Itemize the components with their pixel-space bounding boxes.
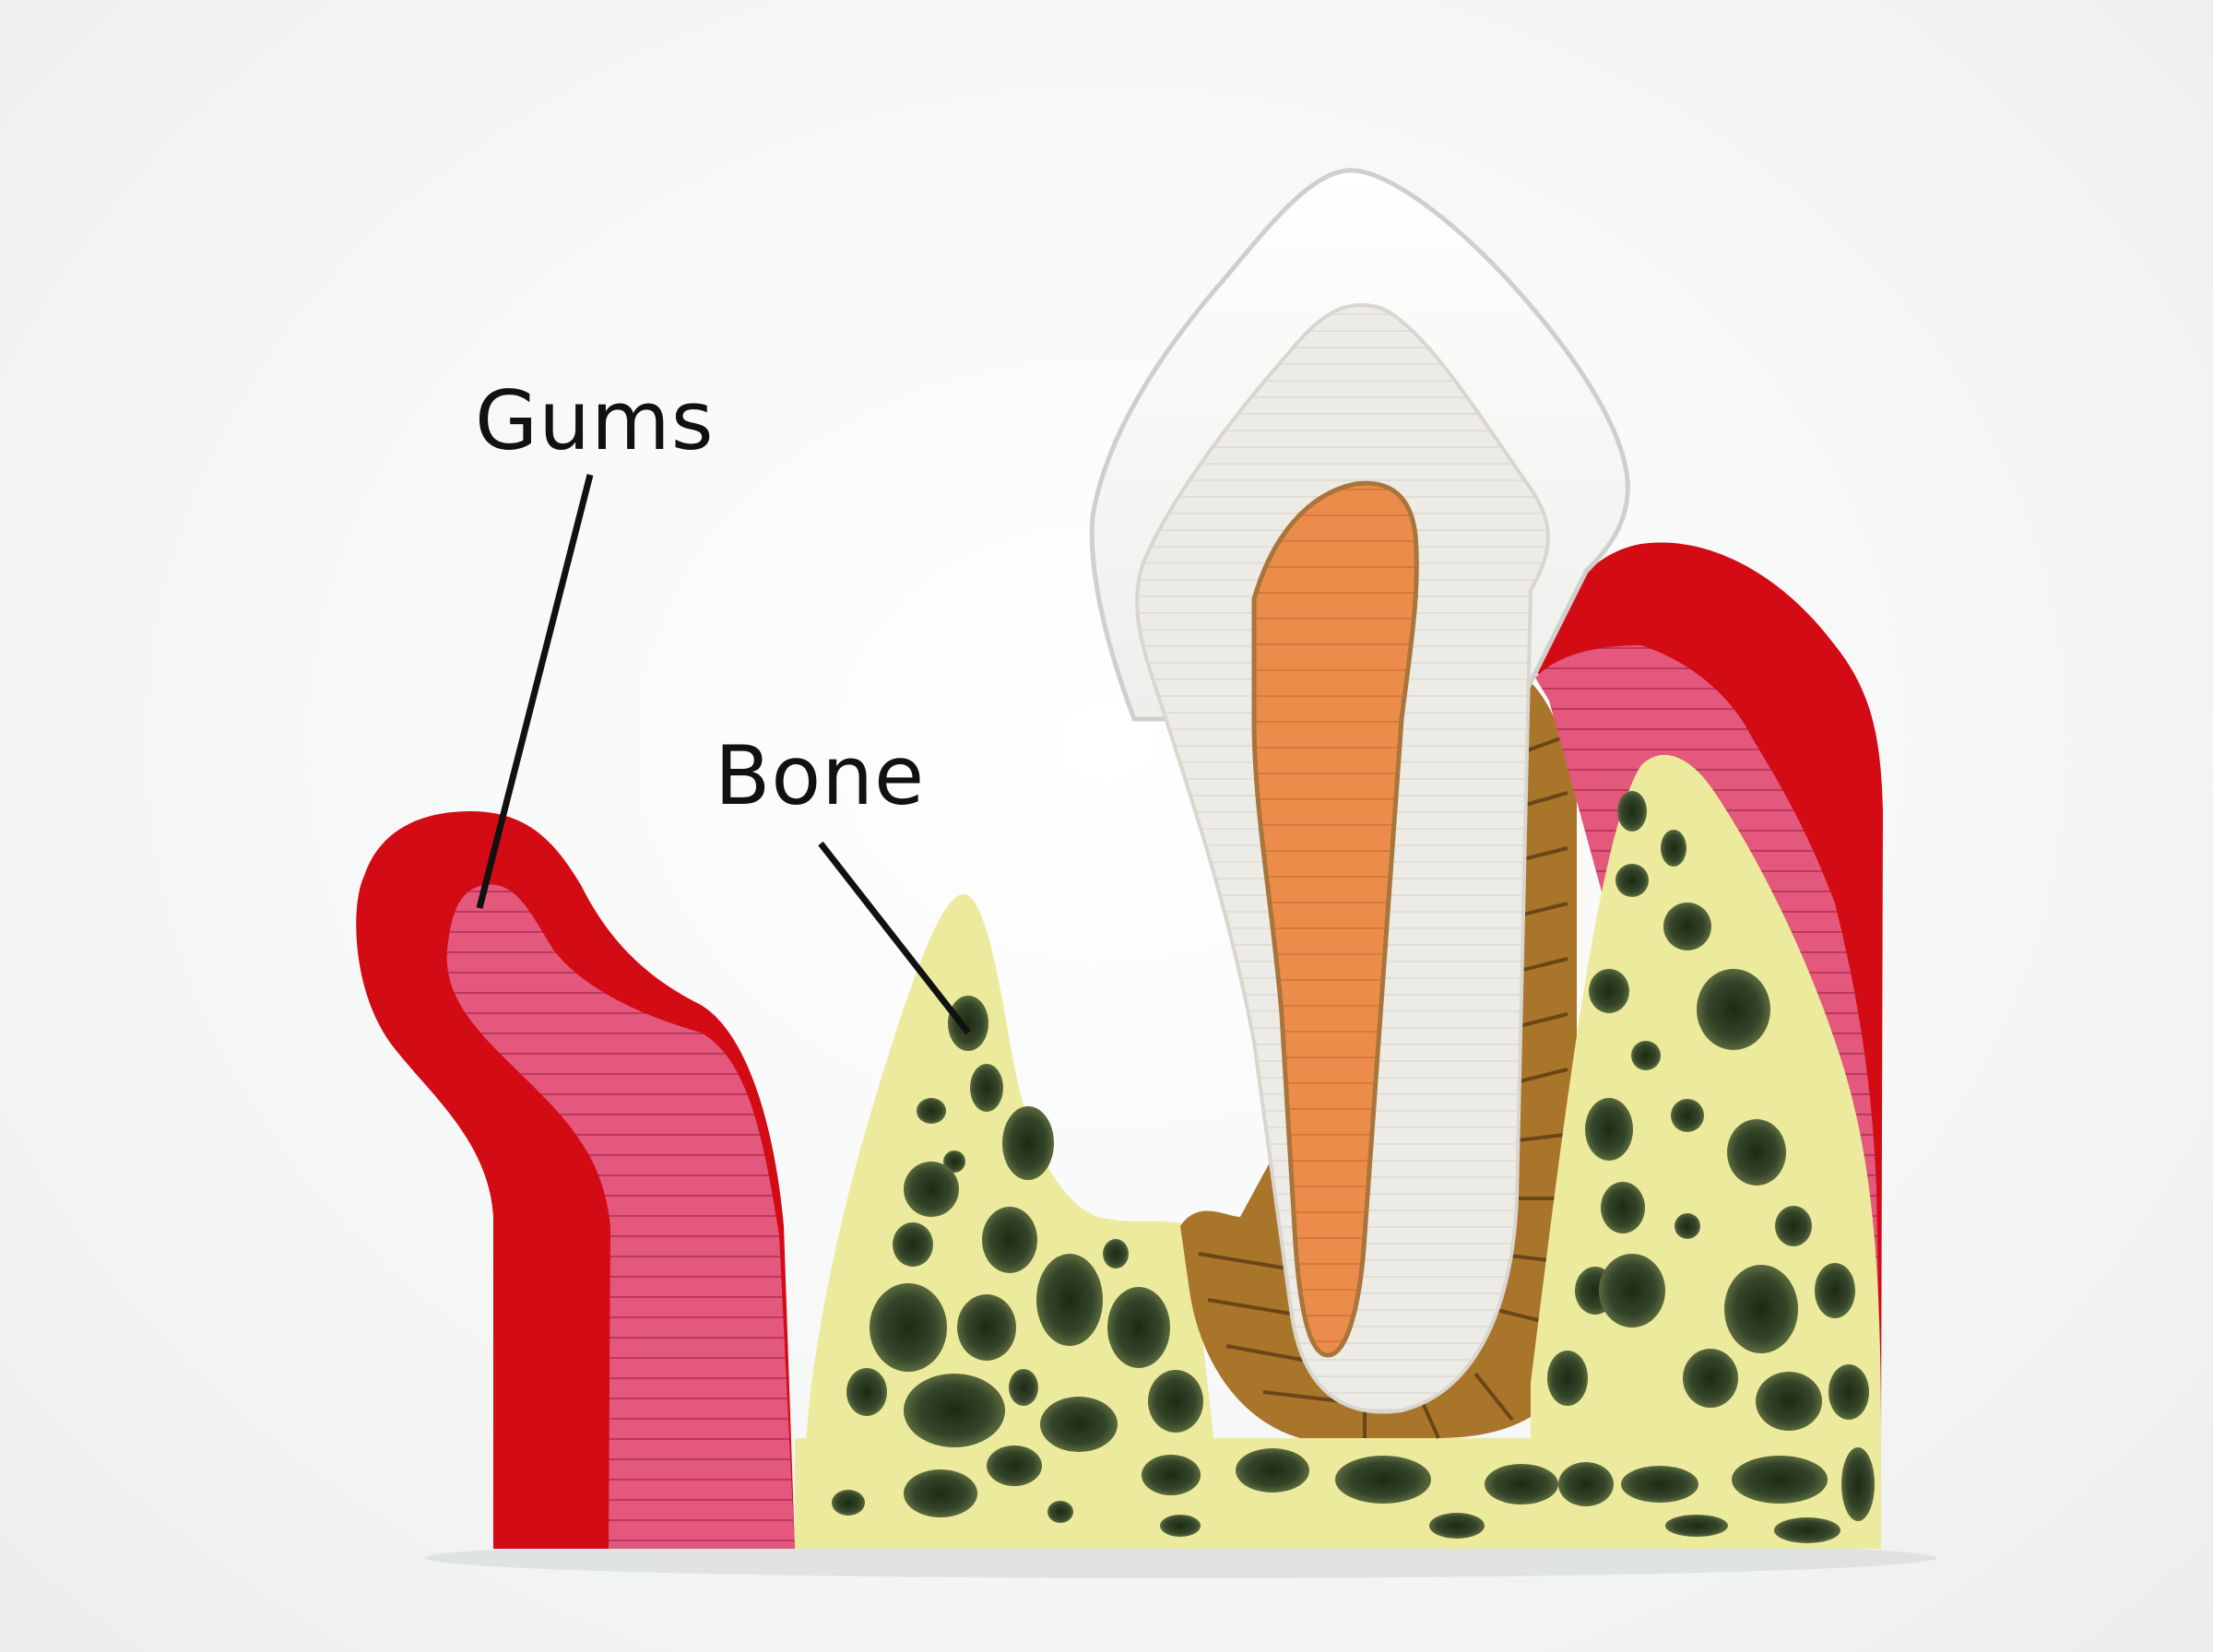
bone-pointer-line	[818, 841, 971, 1035]
left-gum-inner	[446, 884, 795, 1549]
bone-label: Bone	[715, 728, 926, 823]
gums-label: Gums	[475, 373, 715, 468]
tooth-pulp	[1251, 480, 1419, 1358]
gums-pointer-line	[476, 474, 594, 909]
bone-spots-left	[832, 996, 1558, 1539]
bone-spots-right	[1547, 791, 1875, 1543]
